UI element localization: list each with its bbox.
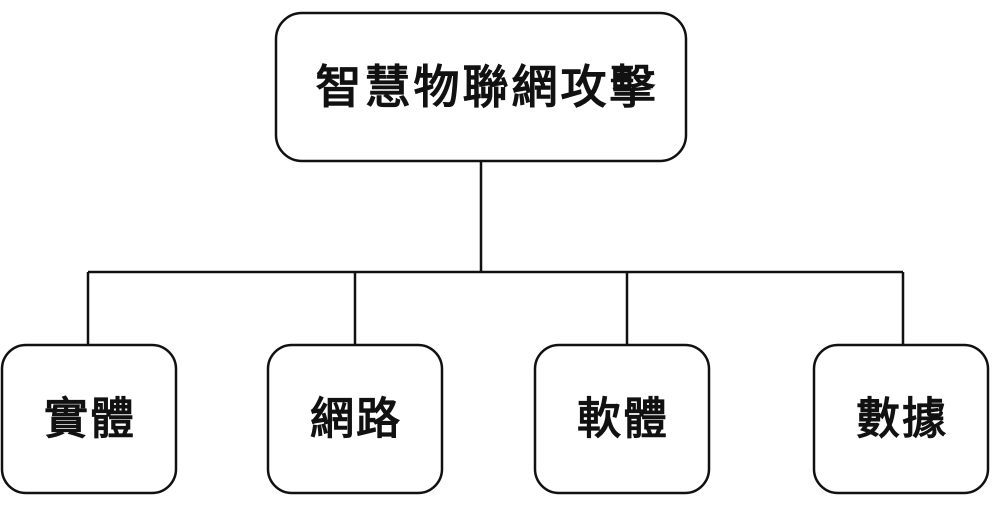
child-node-physical: 實體 (0, 343, 178, 495)
root-node-box (274, 11, 688, 163)
root-node-label: 智慧物聯網攻擊 (316, 60, 659, 114)
child-node-network: 網路 (266, 343, 444, 495)
root-node: 智慧物聯網攻擊 (274, 11, 688, 163)
child-node-box (266, 343, 444, 495)
child-node-box (812, 343, 990, 495)
child-node-data: 數據 (812, 343, 990, 495)
child-node-box (533, 343, 711, 495)
child-node-box (0, 343, 178, 495)
child-node-label: 數據 (856, 394, 948, 445)
child-node-label: 網路 (310, 394, 402, 445)
connectors (86, 161, 905, 345)
child-node-label: 實體 (44, 394, 136, 445)
child-node-label: 軟體 (577, 394, 669, 445)
child-node-software: 軟體 (533, 343, 711, 495)
